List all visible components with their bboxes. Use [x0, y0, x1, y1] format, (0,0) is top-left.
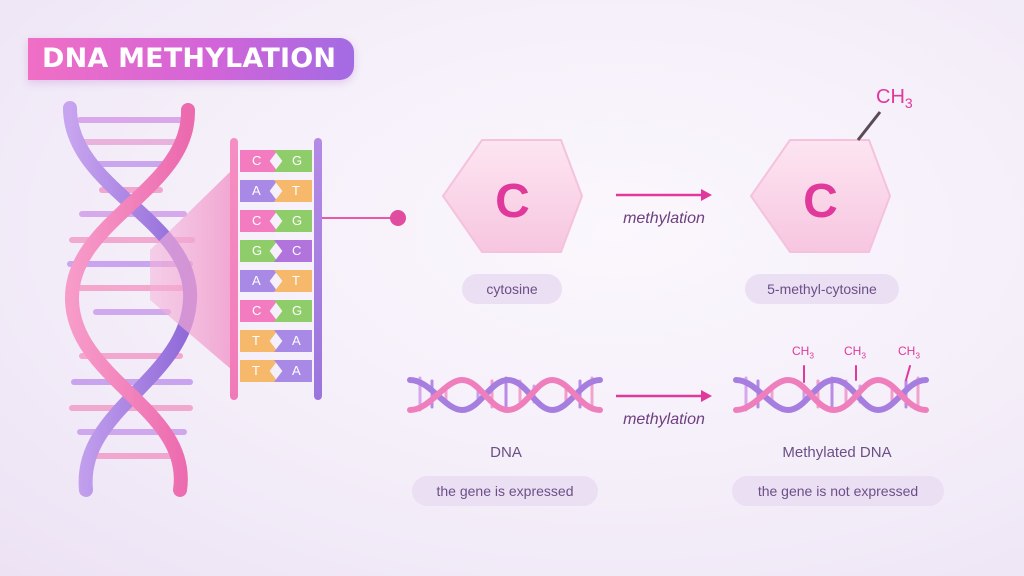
base-right: A — [274, 360, 312, 382]
methylation-arrow-label: methylation — [623, 210, 705, 227]
base-right: G — [274, 300, 312, 322]
arrow-icon — [701, 189, 712, 201]
base-left: T — [240, 330, 278, 352]
base-left: C — [240, 300, 278, 322]
methyl-bond — [856, 111, 882, 141]
base-right: T — [274, 270, 312, 292]
methylcytosine-letter: C — [803, 175, 838, 228]
base-left: C — [240, 210, 278, 232]
gene-not-expressed-note: the gene is not expressed — [732, 476, 944, 506]
base-left: G — [240, 240, 278, 262]
ladder-backbone-right — [314, 138, 322, 400]
methylated-dna — [733, 365, 929, 414]
base-right: T — [274, 180, 312, 202]
connector-dot — [390, 210, 406, 226]
base-left: C — [240, 150, 278, 172]
ladder-backbone-left — [230, 138, 238, 400]
gene-expressed-note: the gene is expressed — [412, 476, 598, 506]
methyl-group-label: CH3 — [844, 344, 867, 361]
methylcytosine-molecule: C — [751, 140, 890, 252]
base-left: T — [240, 360, 278, 382]
methyl-group-label: CH3 — [876, 86, 913, 111]
cytosine-letter: C — [495, 175, 530, 228]
base-right: C — [274, 240, 312, 262]
methylcytosine-hexagon — [749, 139, 892, 253]
arrow-icon — [701, 390, 712, 402]
base-right: G — [274, 150, 312, 172]
cytosine-hexagon — [441, 139, 584, 253]
small-dna — [407, 376, 603, 414]
base-left: A — [240, 180, 278, 202]
dna-label: DNA — [490, 444, 522, 461]
methyl-group-label: CH3 — [898, 344, 921, 361]
cytosine-molecule: C — [443, 140, 582, 252]
methylated-dna-label: Methylated DNA — [782, 444, 892, 461]
zoom-funnel — [150, 170, 232, 370]
methylcytosine-label: 5-methyl-cytosine — [745, 274, 899, 304]
page-title: DNA METHYLATION — [42, 43, 337, 74]
base-right: A — [274, 330, 312, 352]
cytosine-label: cytosine — [462, 274, 562, 304]
methyl-group-label: CH3 — [792, 344, 815, 361]
base-left: A — [240, 270, 278, 292]
base-right: G — [274, 210, 312, 232]
title-banner: DNA METHYLATION — [28, 38, 354, 80]
methylation-arrow-label: methylation — [623, 411, 705, 428]
